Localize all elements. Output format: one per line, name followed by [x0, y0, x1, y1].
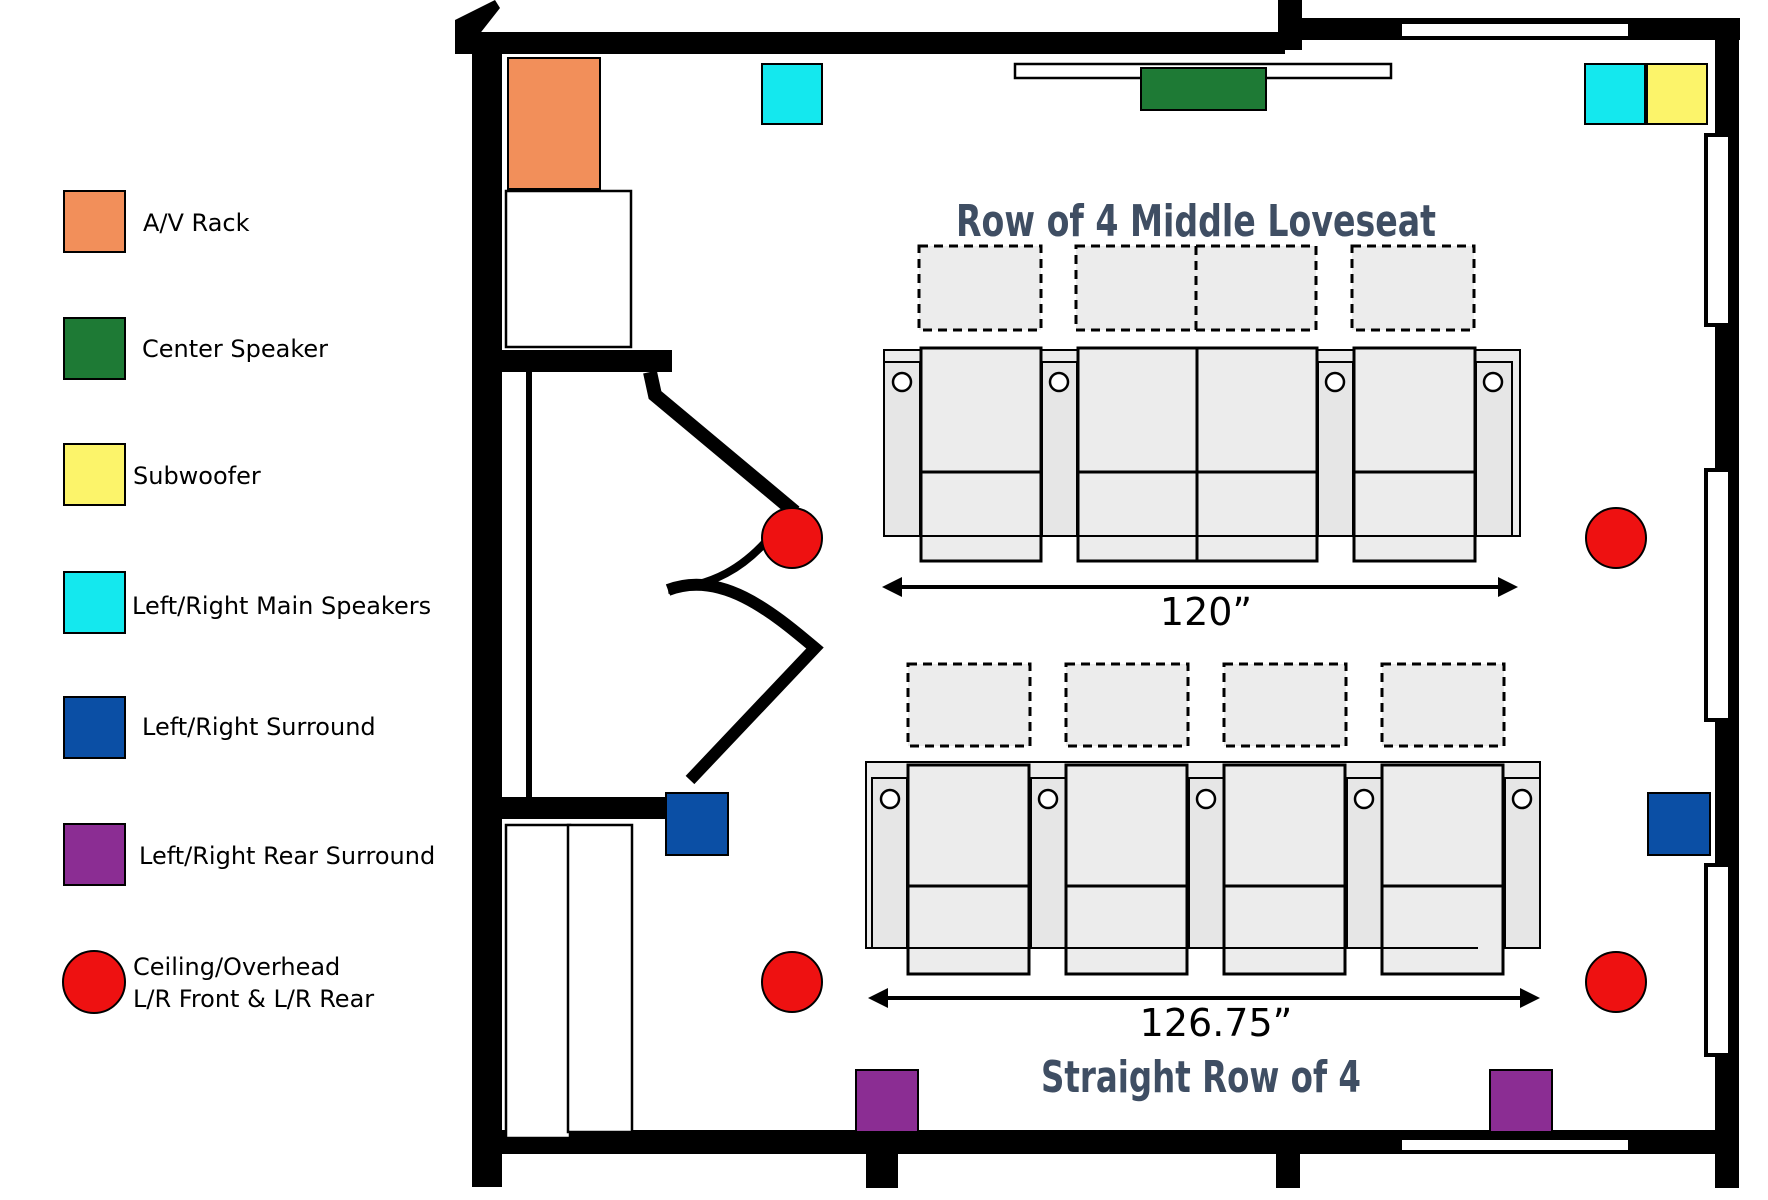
- lower-storage-box-b: [566, 823, 634, 1134]
- floor-plan: Row of 4 Middle Loveseat: [455, 0, 1740, 1188]
- right-window-top: [1704, 133, 1732, 327]
- legend-label-ceiling-line1: Ceiling/Overhead: [133, 953, 340, 981]
- walls: [455, 0, 1740, 1188]
- rear-seat-2: [1064, 763, 1189, 976]
- rear-cup-5: [1511, 788, 1533, 810]
- closet-top-wall: [472, 350, 672, 372]
- closet-inner-line: [526, 372, 532, 797]
- legend-item-ceiling: Ceiling/Overhead L/R Front & L/R Rear: [62, 950, 374, 1014]
- legend-item-lr-surround: Left/Right Surround: [63, 696, 376, 759]
- left-rear-surround-speaker: [855, 1069, 919, 1133]
- lr-rear-surround-swatch: [63, 823, 126, 886]
- lower-storage-box-a: [504, 823, 572, 1140]
- closet-door-swing-upper: [643, 370, 800, 518]
- legend-item-lr-main: Left/Right Main Speakers: [63, 571, 431, 634]
- front-row-ottomans: [917, 244, 1476, 332]
- upper-storage-box: [504, 189, 633, 349]
- left-closet: [472, 350, 824, 819]
- rear-ottoman-3: [1222, 662, 1348, 748]
- front-seat-3: [1195, 346, 1319, 563]
- front-row-seats: [883, 346, 1521, 563]
- subwoofer: [1646, 63, 1708, 125]
- front-row-title: Row of 4 Middle Loveseat: [956, 196, 1436, 247]
- right-window-bottom: [1704, 863, 1732, 1057]
- top-window: [1398, 20, 1632, 40]
- front-row-dimension: 120”: [882, 577, 1518, 634]
- center-speaker-swatch: [63, 317, 126, 380]
- rear-cup-4: [1353, 788, 1375, 810]
- bottom-wall-stub-right: [1276, 1150, 1300, 1188]
- top-left-corner: [455, 0, 500, 54]
- legend-label-ceiling-line2: L/R Front & L/R Rear: [133, 985, 374, 1013]
- bottom-window: [1398, 1136, 1632, 1154]
- top-wall-notch: [1278, 0, 1302, 50]
- front-seat-2: [1076, 346, 1199, 563]
- right-main-speaker: [1584, 63, 1646, 125]
- subwoofer-swatch: [63, 443, 126, 506]
- av-rack: [507, 57, 601, 190]
- rear-seat-3: [1222, 763, 1347, 976]
- legend-item-center-speaker: Center Speaker: [63, 317, 328, 380]
- rear-arm-2: [1030, 777, 1067, 949]
- rear-ottoman-1: [906, 662, 1032, 748]
- right-rear-surround-speaker: [1489, 1069, 1553, 1133]
- legend-label-center-speaker: Center Speaker: [142, 335, 328, 363]
- rear-row-dimension: 126.75”: [868, 988, 1540, 1045]
- lr-main-swatch: [63, 571, 126, 634]
- legend-item-av-rack: A/V Rack: [63, 190, 250, 253]
- front-ottoman-2: [1074, 244, 1318, 332]
- ceiling-rear-right-speaker: [1585, 951, 1647, 1013]
- rear-dim-arrow-left: [868, 988, 888, 1008]
- legend-label-av-rack: A/V Rack: [143, 209, 250, 237]
- legend-item-lr-rear-surround: Left/Right Rear Surround: [63, 823, 435, 886]
- rear-cup-2: [1037, 788, 1059, 810]
- ceiling-speaker-swatch: [62, 950, 126, 1014]
- rear-cup-3: [1195, 788, 1217, 810]
- ceiling-rear-left-speaker: [761, 951, 823, 1013]
- rear-seat-4: [1380, 763, 1505, 976]
- front-row-width-label: 120”: [1160, 590, 1252, 634]
- left-wall: [472, 32, 502, 1187]
- front-seat-1: [919, 346, 1043, 563]
- bottom-wall-stub-left: [866, 1150, 898, 1188]
- av-rack-swatch: [63, 190, 126, 253]
- legend: A/V Rack Center Speaker Subwoofer Left/R…: [62, 190, 435, 1014]
- rear-row-width-label: 126.75”: [1140, 1001, 1293, 1045]
- legend-label-subwoofer: Subwoofer: [133, 462, 261, 490]
- lr-surround-swatch: [63, 696, 126, 759]
- rear-seat-1: [906, 763, 1031, 976]
- ceiling-front-left-speaker: [761, 507, 823, 569]
- rear-ottoman-4: [1380, 662, 1506, 748]
- legend-label-lr-rear-surround: Left/Right Rear Surround: [139, 842, 435, 870]
- front-cup-3: [1324, 371, 1346, 393]
- front-ottoman-1: [917, 244, 1043, 332]
- front-seat-4: [1352, 346, 1477, 563]
- rear-row-seats: [865, 761, 1541, 976]
- front-cup-1: [891, 371, 913, 393]
- front-dim-arrow-left: [882, 577, 902, 597]
- rear-row-title: Straight Row of 4: [1041, 1052, 1361, 1103]
- right-surround-speaker: [1647, 792, 1711, 856]
- front-dim-arrow-right: [1498, 577, 1518, 597]
- closet-bottom-wall: [472, 797, 672, 819]
- center-speaker: [1140, 67, 1267, 111]
- rear-dim-arrow-right: [1520, 988, 1540, 1008]
- legend-label-lr-main: Left/Right Main Speakers: [132, 592, 431, 620]
- left-main-speaker: [761, 63, 823, 125]
- legend-item-subwoofer: Subwoofer: [63, 443, 261, 506]
- front-cup-2: [1048, 371, 1070, 393]
- ceiling-front-right-speaker: [1585, 507, 1647, 569]
- legend-label-lr-surround: Left/Right Surround: [142, 713, 376, 741]
- rear-ottoman-2: [1064, 662, 1190, 748]
- left-surround-speaker: [665, 792, 729, 856]
- right-window-middle: [1704, 468, 1732, 722]
- rear-cup-1: [879, 788, 901, 810]
- top-wall: [473, 32, 1285, 54]
- front-cup-4: [1482, 371, 1504, 393]
- rear-row-ottomans: [906, 662, 1506, 748]
- front-ottoman-3: [1350, 244, 1476, 332]
- closet-door-swing-lower: [665, 578, 824, 785]
